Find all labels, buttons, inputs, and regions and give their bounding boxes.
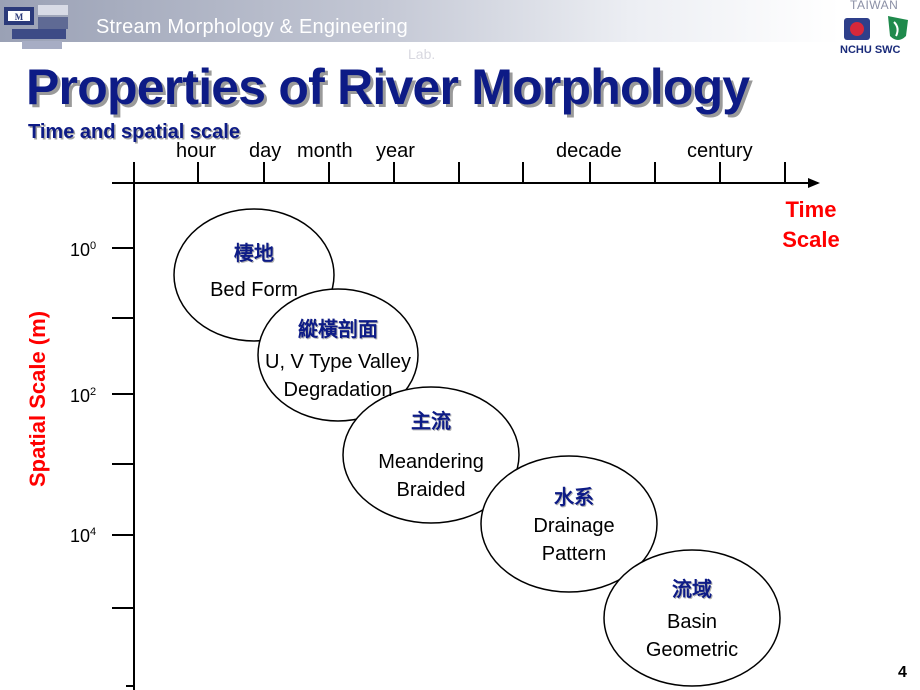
ellipse-text-bed-form: 棲地 Bed Form [174, 240, 334, 304]
logo-top-text: TAIWAN [850, 0, 899, 12]
time-scale-line2: Scale [782, 227, 840, 252]
braided-label: Braided [396, 479, 466, 501]
drainage-label-line1: Drainage [533, 515, 615, 537]
svg-text:M: M [15, 12, 24, 22]
habitat-label-zh: 棲地 [234, 243, 274, 265]
spatial-label-10-4: 104 [70, 526, 97, 546]
valley-label-line1: U, V Type Valley [265, 351, 411, 373]
nchu-swc-emblem-icon [844, 16, 908, 40]
time-label-day: day [249, 140, 282, 162]
time-label-decade: decade [556, 140, 622, 162]
time-axis-ticks [197, 162, 786, 183]
meandering-label: Meandering [378, 451, 484, 473]
basin-label-line1: Basin [666, 611, 718, 633]
lab-logo-icon: M [4, 5, 68, 49]
spatial-label-10-2: 102 [70, 386, 97, 406]
time-label-century: century [687, 140, 753, 162]
ellipse-main-stream [342, 386, 520, 524]
ellipse-valley [257, 288, 419, 422]
header-band [0, 0, 840, 42]
time-label-hour: hour [176, 140, 217, 162]
spatial-scale-axis-title: Spatial Scale (m) [25, 310, 50, 488]
basin-label-zh: 流域 [672, 579, 712, 601]
spatial-axis-ticks [112, 247, 134, 687]
time-scale-axis-title: Time Scale [768, 195, 854, 255]
logo-bottom-text: NCHU SWC [840, 44, 901, 56]
drainage-label-zh: 水系 [554, 487, 594, 509]
bed-form-label: Bed Form [210, 279, 298, 301]
slide-title: Properties of River Morphology [26, 59, 750, 115]
ellipse-text-drainage: 水系 Drainage Pattern [486, 484, 662, 568]
ellipse-text-valley: 縱橫剖面 U, V Type Valley Degradation [248, 316, 428, 404]
drainage-label-line2: Pattern [541, 543, 607, 565]
ellipse-text-basin: 流域 Basin Geometric [604, 576, 780, 664]
header-title: Stream Morphology & Engineering [96, 16, 408, 38]
time-label-year: year [376, 140, 415, 162]
ellipse-drainage [480, 455, 658, 593]
basin-label-line2: Geometric [645, 639, 739, 661]
ellipse-basin [603, 549, 781, 687]
page-number: 4 [898, 664, 907, 681]
slide-subtitle: Time and spatial scale [28, 121, 240, 143]
main-stream-label-zh: 主流 [411, 411, 451, 433]
spatial-label-10-0: 100 [70, 240, 97, 260]
header-title-continued: Lab. [408, 46, 436, 62]
time-scale-line1: Time [785, 197, 837, 222]
time-label-month: month [297, 140, 353, 162]
valley-label-line2: Degradation [283, 379, 393, 401]
profile-label-zh: 縱橫剖面 [298, 319, 378, 341]
university-logo: TAIWAN NCHU SWC [836, 0, 920, 60]
ellipse-text-main-stream: 主流 Meandering Braided [343, 408, 519, 504]
